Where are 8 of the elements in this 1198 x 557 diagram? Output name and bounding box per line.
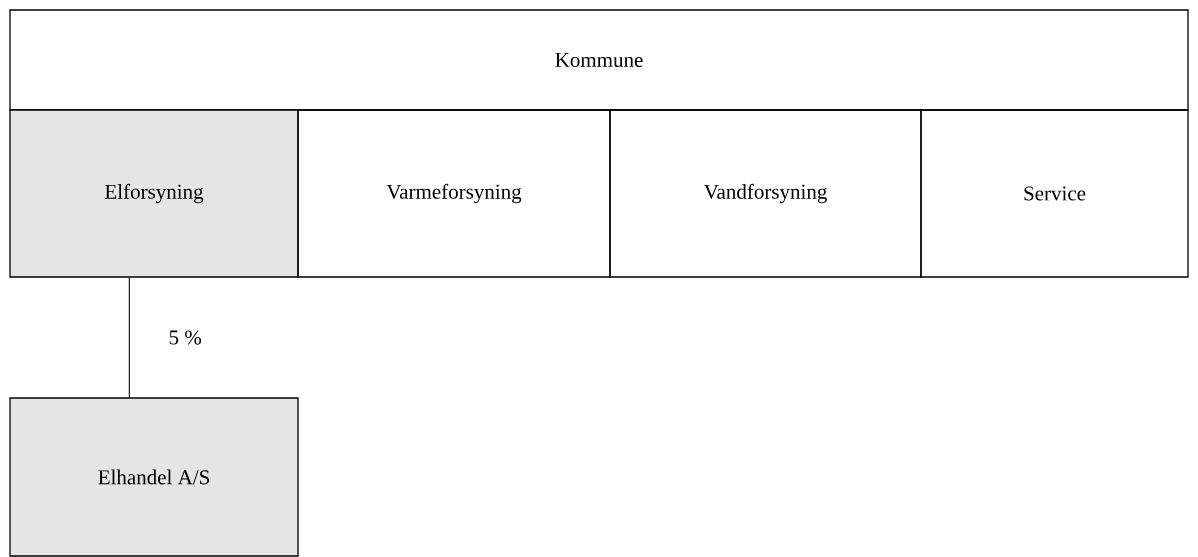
org-box: Vandforsyning: [609, 109, 922, 278]
connector-line: [128, 277, 130, 398]
org-box: Kommune: [9, 9, 1189, 111]
org-box: Varmeforsyning: [297, 109, 611, 278]
edge-label: 5 %: [169, 330, 202, 345]
org-box: Service: [920, 109, 1189, 278]
org-box: Elforsyning: [9, 109, 299, 278]
org-box: Elhandel A/S: [9, 397, 299, 557]
